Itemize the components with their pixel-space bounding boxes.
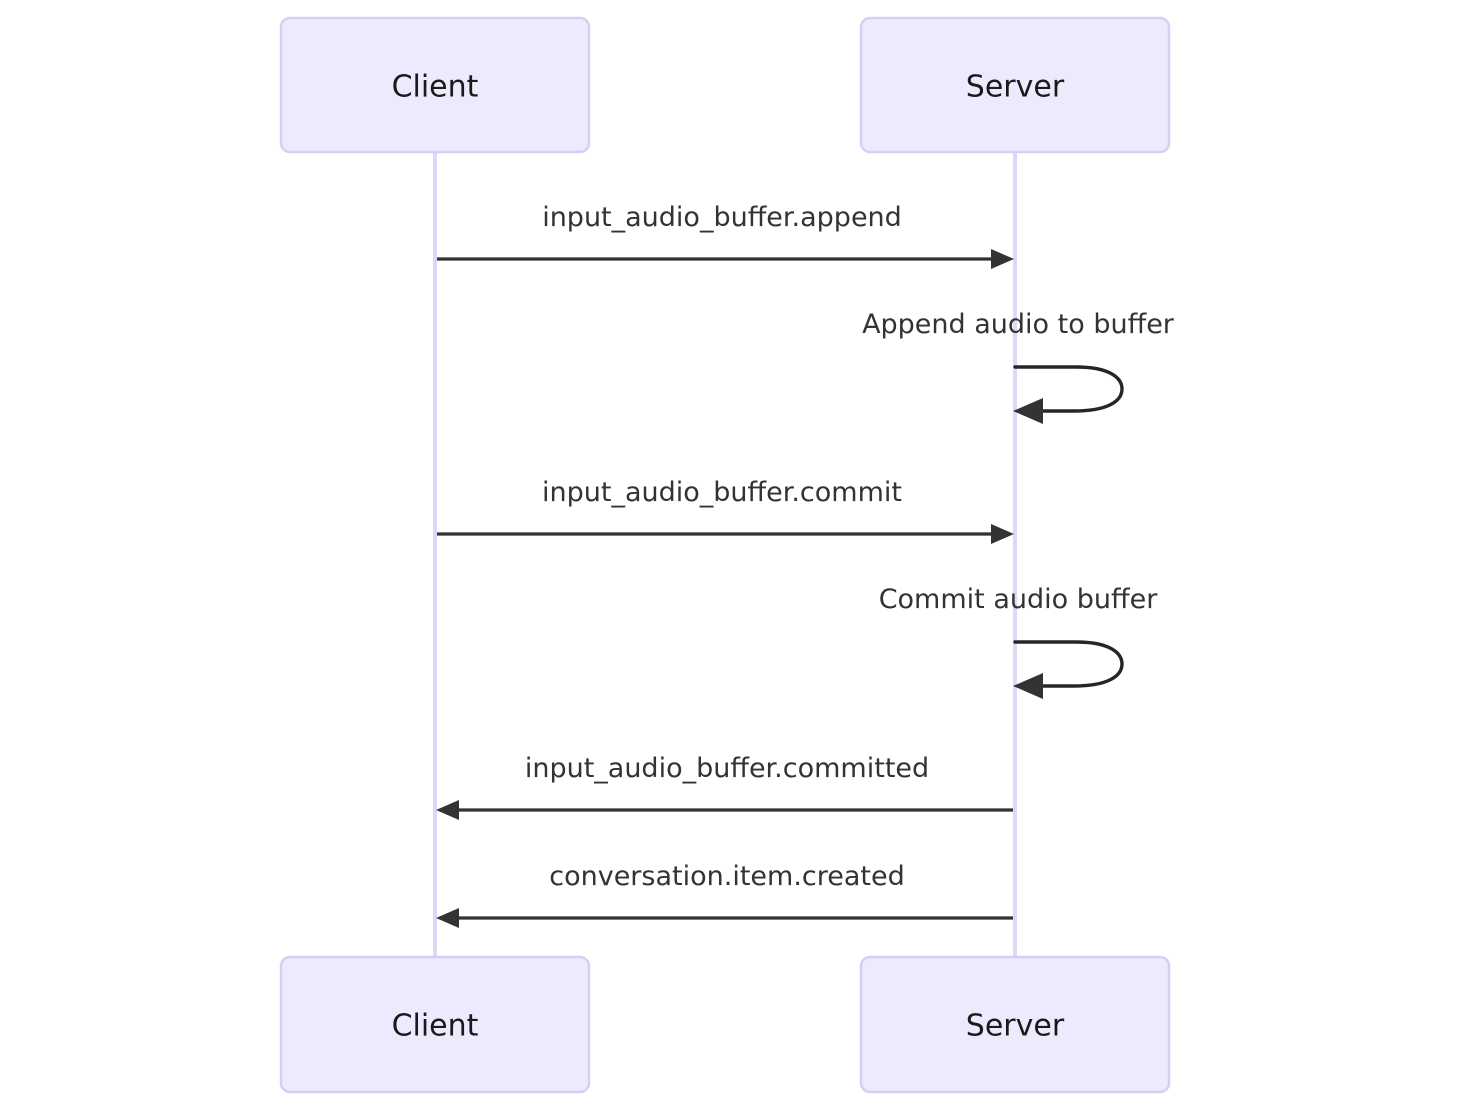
arrowhead-left-5 bbox=[436, 800, 459, 820]
message-1-append: input_audio_buffer.append bbox=[437, 202, 1014, 269]
message-5-committed: input_audio_buffer.committed bbox=[436, 753, 1013, 820]
message-4-commit-audio-buffer: Commit audio buffer bbox=[879, 584, 1159, 699]
participant-box-client-bottom[interactable] bbox=[279, 955, 591, 1094]
message-label-conversation-item-created: conversation.item.created bbox=[549, 861, 905, 892]
participant-footer-server[interactable]: Server bbox=[859, 955, 1171, 1094]
message-label-input-audio-buffer-append: input_audio_buffer.append bbox=[542, 202, 902, 233]
message-3-commit: input_audio_buffer.commit bbox=[437, 477, 1014, 544]
participant-label-client-top: Client bbox=[392, 70, 479, 105]
arrowhead-right-3 bbox=[991, 524, 1014, 544]
message-loop-path-1 bbox=[1013, 365, 1124, 413]
participant-header-server[interactable]: Server bbox=[859, 16, 1171, 154]
message-2-append-audio-to-buffer: Append audio to buffer bbox=[862, 309, 1175, 424]
message-label-commit-audio-buffer: Commit audio buffer bbox=[879, 584, 1159, 615]
participant-label-client-bottom: Client bbox=[392, 1009, 479, 1044]
participant-box-client-top[interactable] bbox=[279, 16, 591, 154]
message-loop-path-2 bbox=[1013, 640, 1124, 688]
participant-footer-client[interactable]: Client bbox=[279, 955, 591, 1094]
arrowhead-left-6 bbox=[436, 908, 459, 928]
message-label-input-audio-buffer-commit: input_audio_buffer.commit bbox=[542, 477, 902, 508]
message-6-created: conversation.item.created bbox=[436, 861, 1013, 928]
participant-label-server-bottom: Server bbox=[966, 1009, 1065, 1044]
lifelines bbox=[433, 152, 1017, 957]
participant-box-server-bottom[interactable] bbox=[859, 955, 1171, 1094]
arrowhead-right-1 bbox=[991, 249, 1014, 269]
participant-header-client[interactable]: Client bbox=[279, 16, 591, 154]
participant-box-server-top[interactable] bbox=[859, 16, 1171, 154]
message-label-input-audio-buffer-committed: input_audio_buffer.committed bbox=[525, 753, 929, 784]
participant-label-server-top: Server bbox=[966, 70, 1065, 105]
arrowhead-loop-left-1 bbox=[1013, 398, 1043, 424]
arrowhead-loop-left-2 bbox=[1013, 673, 1043, 699]
message-label-append-audio-to-buffer: Append audio to buffer bbox=[862, 309, 1175, 340]
